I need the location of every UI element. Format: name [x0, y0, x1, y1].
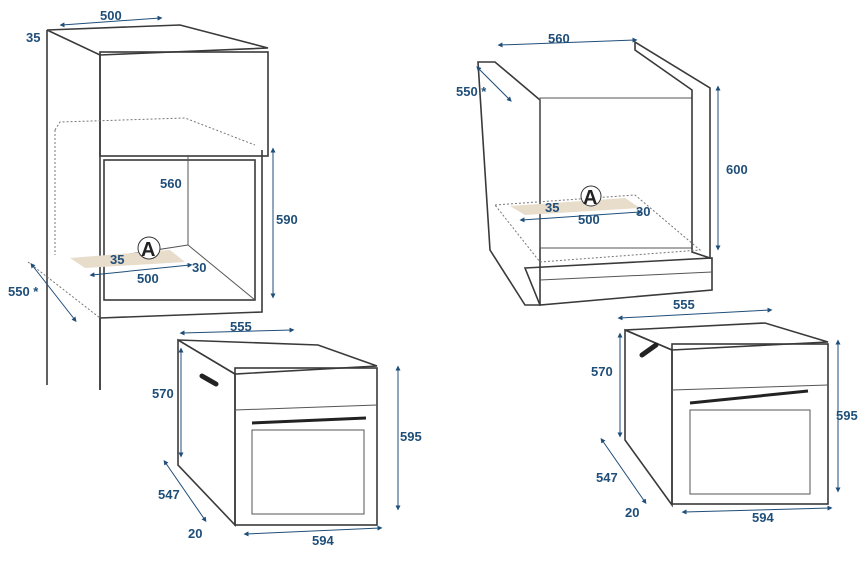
dim-opening-height: 600: [726, 162, 748, 177]
dim-oven-width-front: 594: [312, 533, 334, 548]
right-cabinet: A 560 550 * 600 35 500 30: [456, 31, 748, 306]
dim-oven-depth: 547: [158, 487, 180, 502]
dim-oven-height-side: 570: [591, 364, 613, 379]
dim-vent-offset: 30: [636, 204, 650, 219]
dim-vent-depth: 35: [110, 252, 124, 267]
dim-oven-width-top: 555: [230, 319, 252, 334]
oven-handle: [689, 389, 809, 405]
dim-top-depth: 35: [26, 30, 40, 45]
vent-area: [70, 250, 185, 268]
dim-inner-width: 560: [548, 31, 570, 46]
oven-handle: [251, 416, 367, 425]
dim-vent-width: 500: [578, 212, 600, 227]
dim-opening-height: 590: [276, 212, 298, 227]
dim-oven-height-front: 595: [400, 429, 422, 444]
vent-marker: A: [583, 187, 597, 209]
left-cabinet: A 500 35 560 590 550 * 35 500 30: [8, 8, 298, 390]
dim-oven-width-top: 555: [673, 297, 695, 312]
dim-cabinet-depth: 550 *: [456, 84, 487, 99]
right-oven: 555 570 595 547 20 594: [591, 297, 858, 525]
dim-oven-width-front: 594: [752, 510, 774, 525]
vent-marker: A: [141, 239, 155, 261]
vent-marker-circle: [137, 236, 161, 260]
vent-area: [510, 198, 640, 215]
dim-vent-width: 500: [137, 271, 159, 286]
dim-vent-depth: 35: [545, 200, 559, 215]
dim-cabinet-depth: 550 *: [8, 284, 39, 299]
dim-oven-door: 20: [188, 526, 202, 541]
dim-vent-offset: 30: [192, 260, 206, 275]
dim-inner-depth: 560: [160, 176, 182, 191]
dim-top-width: 500: [100, 8, 122, 23]
dim-oven-height-side: 570: [152, 386, 174, 401]
dim-oven-height-front: 595: [836, 408, 858, 423]
dim-oven-depth: 547: [596, 470, 618, 485]
dim-oven-door: 20: [625, 505, 639, 520]
left-oven: 555 570 595 547 20 594: [152, 319, 422, 548]
